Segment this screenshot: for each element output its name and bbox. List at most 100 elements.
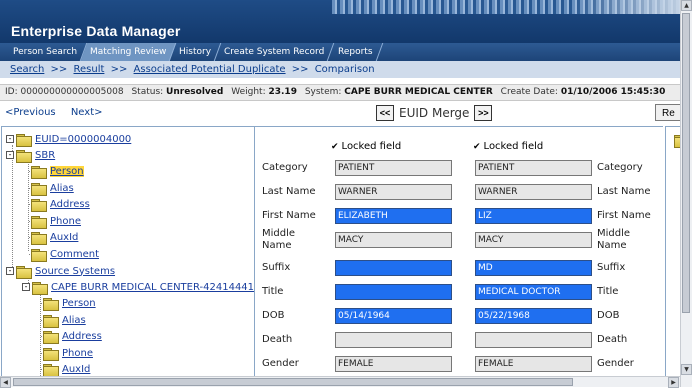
tree-node-system-address: Address: [43, 329, 102, 344]
tree-link-system-alias[interactable]: Alias: [62, 314, 86, 326]
field-value-left[interactable]: MACY: [335, 232, 452, 248]
field-value-left[interactable]: WARNER: [335, 184, 452, 200]
tree-link-sbr[interactable]: SBR: [35, 149, 56, 161]
id-value: 000000000000005008: [20, 87, 124, 97]
collapse-toggle-icon[interactable]: -: [22, 282, 30, 291]
field-label-left: Gender: [262, 358, 299, 369]
previous-link[interactable]: <Previous: [5, 107, 56, 118]
field-value-right[interactable]: WARNER: [475, 184, 592, 200]
locked-field-left: ✔ Locked field: [331, 141, 401, 152]
field-value-right[interactable]: LIZ: [475, 208, 592, 224]
weight-label: Weight:: [231, 87, 266, 97]
pager: <Previous Next>: [5, 107, 103, 118]
collapse-toggle-icon[interactable]: -: [6, 134, 14, 143]
field-label-right: Last Name: [597, 186, 651, 197]
merge-title: EUID Merge: [399, 106, 470, 120]
folder-icon: [31, 215, 47, 229]
collapse-toggle-icon[interactable]: -: [6, 150, 14, 159]
folder-icon: [32, 281, 48, 295]
tree-node-sbr: - SBR: [6, 148, 56, 163]
header-decoration: [332, 0, 692, 14]
tree-node-system-person: Person: [43, 296, 96, 311]
breadcrumb-search-link[interactable]: Search: [10, 64, 45, 75]
scroll-left-icon[interactable]: ◀: [0, 377, 11, 388]
horizontal-scrollbar[interactable]: ◀ ▶: [0, 376, 680, 388]
field-value-right[interactable]: PATIENT: [475, 160, 592, 176]
tab-label: Reports: [337, 47, 373, 57]
tree-link-system-phone[interactable]: Phone: [62, 347, 93, 359]
tree-link-system[interactable]: CAPE BURR MEDICAL CENTER-424144412: [51, 281, 255, 293]
collapse-toggle-icon[interactable]: -: [6, 266, 14, 275]
app-header: Enterprise Data Manager: [0, 0, 692, 43]
check-icon: ✔: [473, 141, 481, 152]
comparison-panel: ✔ Locked field ✔ Locked field Category PA…: [255, 126, 663, 387]
scroll-up-icon[interactable]: ▲: [681, 0, 692, 11]
field-value-left[interactable]: [335, 284, 452, 300]
field-label-left: Title: [262, 286, 284, 297]
tab-label: Person Search: [13, 47, 78, 57]
status-label: Status:: [131, 87, 164, 97]
field-label-right: Title: [597, 286, 619, 297]
locked-field-label: Locked field: [341, 141, 402, 152]
system-label: System:: [304, 87, 342, 97]
locked-field-label: Locked field: [483, 141, 544, 152]
tab-create-system-record[interactable]: Create System Record: [215, 43, 335, 61]
field-label-right: Gender: [597, 358, 634, 369]
horizontal-scroll-thumb[interactable]: [13, 378, 573, 386]
next-link[interactable]: Next>: [70, 107, 103, 118]
record-info-bar: ID: 000000000000005008 Status: Unresolve…: [0, 84, 692, 101]
field-value-left[interactable]: PATIENT: [335, 160, 452, 176]
vertical-scroll-thumb[interactable]: [682, 13, 690, 313]
breadcrumb-result-link[interactable]: Result: [73, 64, 105, 75]
tree-link-sbr-phone[interactable]: Phone: [50, 215, 81, 227]
tree-link-sbr-comment[interactable]: Comment: [50, 248, 99, 260]
field-value-right[interactable]: 05/22/1968: [475, 308, 592, 324]
tree-link-sbr-person[interactable]: Person: [50, 165, 84, 177]
tab-person-search[interactable]: Person Search: [3, 43, 88, 61]
tree-node-system: - CAPE BURR MEDICAL CENTER-424144412: [22, 280, 255, 295]
field-value-left[interactable]: [335, 260, 452, 276]
tree-link-sbr-auxid[interactable]: AuxId: [50, 231, 79, 243]
tab-history[interactable]: History: [170, 43, 222, 61]
field-value-right[interactable]: MEDICAL DOCTOR: [475, 284, 592, 300]
tab-label: Create System Record: [224, 47, 325, 57]
tree-link-source-systems[interactable]: Source Systems: [35, 265, 116, 277]
field-value-left[interactable]: FEMALE: [335, 356, 452, 372]
tree-link-system-auxid[interactable]: AuxId: [62, 363, 91, 375]
field-value-right[interactable]: MACY: [475, 232, 592, 248]
tree-link-euid[interactable]: EUID=0000004000: [35, 133, 132, 145]
scroll-down-icon[interactable]: ▼: [681, 364, 692, 375]
field-value-right[interactable]: FEMALE: [475, 356, 592, 372]
tree-link-system-address[interactable]: Address: [62, 330, 102, 342]
field-value-left[interactable]: ELIZABETH: [335, 208, 452, 224]
tree-node-sbr-alias: Alias: [31, 181, 74, 196]
field-label-right: DOB: [597, 310, 620, 321]
status-value: Unresolved: [166, 87, 224, 97]
tab-reports[interactable]: Reports: [328, 43, 383, 61]
field-label-left: Death: [262, 334, 293, 345]
folder-icon: [31, 231, 47, 245]
field-value-left[interactable]: 05/14/1964: [335, 308, 452, 324]
folder-icon: [43, 314, 59, 328]
vertical-scrollbar[interactable]: ▲ ▼: [680, 0, 692, 387]
field-label-right: Category: [597, 162, 643, 173]
field-label-left: Suffix: [262, 262, 291, 273]
field-label-right: Middle Name: [597, 228, 631, 251]
merge-next-button[interactable]: >>: [474, 105, 493, 121]
field-value-right[interactable]: [475, 332, 592, 348]
merge-previous-button[interactable]: <<: [376, 105, 394, 121]
tab-matching-review[interactable]: Matching Review: [80, 43, 177, 61]
tree-link-sbr-alias[interactable]: Alias: [50, 182, 74, 194]
field-value-right[interactable]: MD: [475, 260, 592, 276]
tree-link-system-person[interactable]: Person: [62, 297, 96, 309]
breadcrumb-separator: >>: [50, 64, 68, 75]
folder-icon: [43, 330, 59, 344]
main-nav: Person Search Matching Review History Cr…: [0, 43, 692, 61]
breadcrumb-associated-duplicate-link[interactable]: Associated Potential Duplicate: [133, 64, 286, 75]
scroll-right-icon[interactable]: ▶: [668, 377, 679, 388]
tree-link-sbr-address[interactable]: Address: [50, 198, 90, 210]
tree-node-euid: - EUID=0000004000: [6, 132, 132, 147]
tree-connector: [28, 277, 29, 287]
tree-node-sbr-auxid: AuxId: [31, 230, 79, 245]
field-value-left[interactable]: [335, 332, 452, 348]
